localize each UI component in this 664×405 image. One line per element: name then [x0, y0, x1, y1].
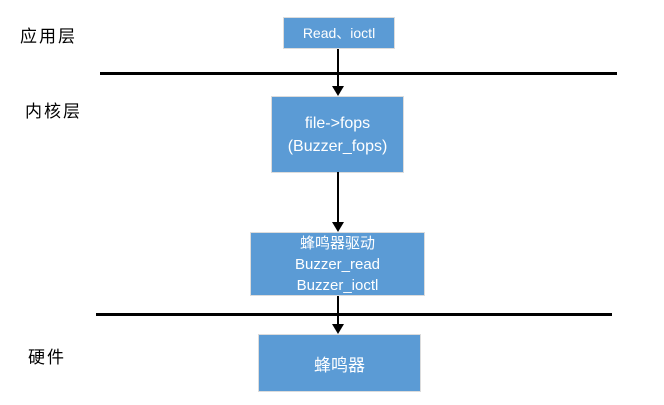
node-file-fops-text-line2: (Buzzer_fops)	[287, 137, 388, 155]
label-kernel-layer: 内核层	[25, 102, 82, 121]
separator-kernel-hardware	[96, 313, 612, 316]
arrow-driver-to-hardware	[332, 296, 344, 334]
node-read-ioctl: Read、ioctl	[283, 17, 395, 49]
node-buzzer-driver-text-line1: 蜂鸣器驱动	[299, 234, 375, 252]
node-buzzer-driver: 蜂鸣器驱动 Buzzer_read Buzzer_ioctl	[250, 232, 425, 296]
arrow-app-to-fops	[332, 49, 344, 96]
arrow-shaft	[337, 49, 339, 86]
node-buzzer-hardware-text: 蜂鸣器	[314, 355, 365, 375]
node-file-fops-text-line1: file->fops	[304, 114, 371, 132]
node-buzzer-driver-text-line2: Buzzer_read	[294, 255, 381, 273]
node-buzzer-hardware: 蜂鸣器	[258, 334, 421, 392]
arrow-down-icon	[332, 86, 344, 96]
arrow-shaft	[337, 296, 339, 324]
node-buzzer-driver-text-line3: Buzzer_ioctl	[296, 276, 379, 294]
arrow-down-icon	[332, 222, 344, 232]
arrow-fops-to-driver	[332, 172, 344, 232]
label-application-layer: 应用层	[20, 27, 77, 46]
label-hardware-layer: 硬件	[28, 348, 66, 367]
arrow-down-icon	[332, 324, 344, 334]
node-read-ioctl-text: Read、ioctl	[302, 25, 376, 41]
arrow-shaft	[337, 172, 339, 222]
separator-app-kernel	[100, 72, 617, 75]
node-file-fops: file->fops (Buzzer_fops)	[271, 96, 404, 173]
